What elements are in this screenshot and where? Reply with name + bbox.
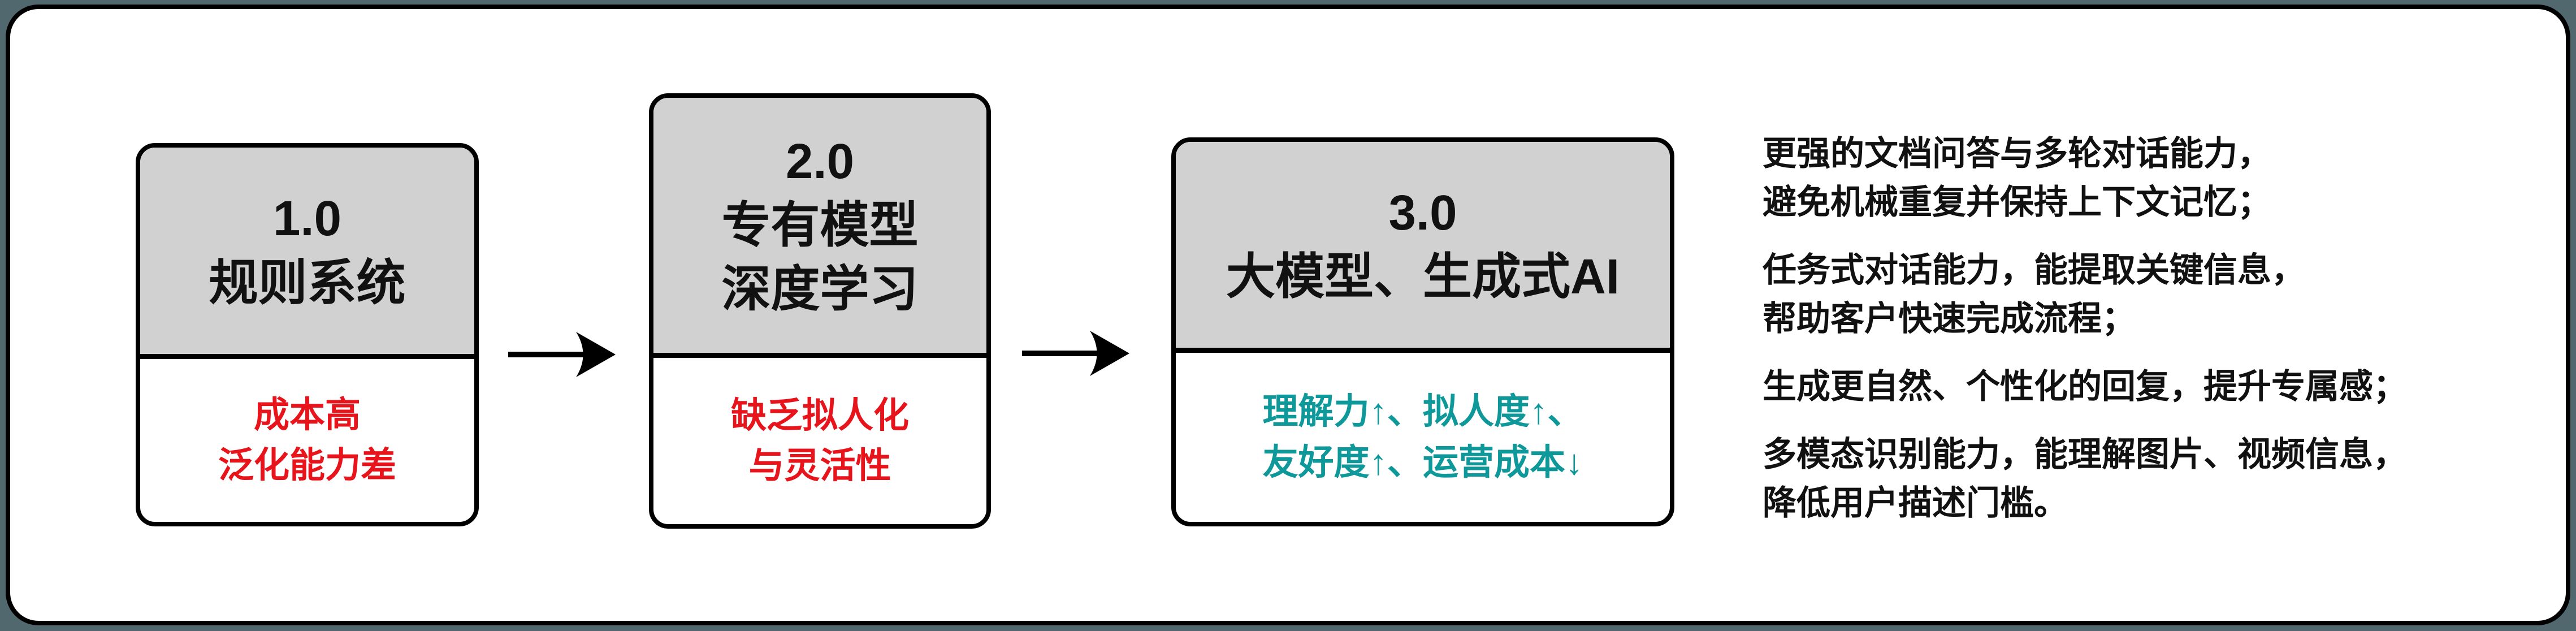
- stage-3-note: 理解力↑、拟人度↑、 友好度↑、运营成本↓: [1176, 353, 1670, 522]
- right-arrow-icon: [508, 332, 616, 377]
- stage-1-note-line: 泛化能力差: [218, 446, 396, 485]
- benefits-list: 更强的文档问答与多轮对话能力，避免机械重复并保持上下文记忆； 任务式对话能力，能…: [1763, 129, 2543, 528]
- stage-2-note-line: 与灵活性: [748, 446, 891, 486]
- right-arrow-icon: [1022, 331, 1129, 376]
- stage-1-header: 1.0 规则系统: [140, 148, 474, 359]
- stage-1-version: 1.0: [273, 191, 341, 247]
- stage-1-note-line: 成本高: [254, 395, 361, 435]
- stage-2-title: 专有模型: [721, 197, 919, 253]
- stage-box-1-rule-system: 1.0 规则系统 成本高 泛化能力差: [136, 143, 479, 526]
- benefit-item: 任务式对话能力，能提取关键信息，帮助客户快速完成流程；: [1763, 251, 2305, 338]
- stage-3-note-line: 理解力↑、拟人度↑、: [1262, 392, 1583, 432]
- stage-box-2-deep-learning: 2.0 专有模型 深度学习 缺乏拟人化 与灵活性: [649, 93, 991, 529]
- benefit-item: 生成更自然、个性化的回复，提升专属感；: [1763, 368, 2407, 405]
- benefit-item: 多模态识别能力，能理解图片、视频信息，降低用户描述门槛。: [1763, 435, 2407, 522]
- stage-2-note-line: 缺乏拟人化: [731, 395, 909, 435]
- benefit-item: 更强的文档问答与多轮对话能力，避免机械重复并保持上下文记忆；: [1763, 135, 2271, 221]
- stage-2-header: 2.0 专有模型 深度学习: [653, 98, 986, 358]
- stage-1-title: 规则系统: [209, 255, 406, 310]
- stage-2-note: 缺乏拟人化 与灵活性: [653, 358, 986, 524]
- stage-2-version: 2.0: [786, 133, 854, 189]
- stage-3-note-line: 友好度↑、运营成本↓: [1262, 442, 1583, 482]
- stage-2-title: 深度学习: [721, 262, 919, 317]
- stage-box-3-generative-ai: 3.0 大模型、生成式AI 理解力↑、拟人度↑、 友好度↑、运营成本↓: [1171, 137, 1674, 526]
- stage-3-header: 3.0 大模型、生成式AI: [1176, 142, 1670, 353]
- stage-3-title: 大模型、生成式AI: [1226, 249, 1620, 304]
- stage-1-note: 成本高 泛化能力差: [140, 359, 474, 522]
- stage-3-version: 3.0: [1388, 185, 1457, 240]
